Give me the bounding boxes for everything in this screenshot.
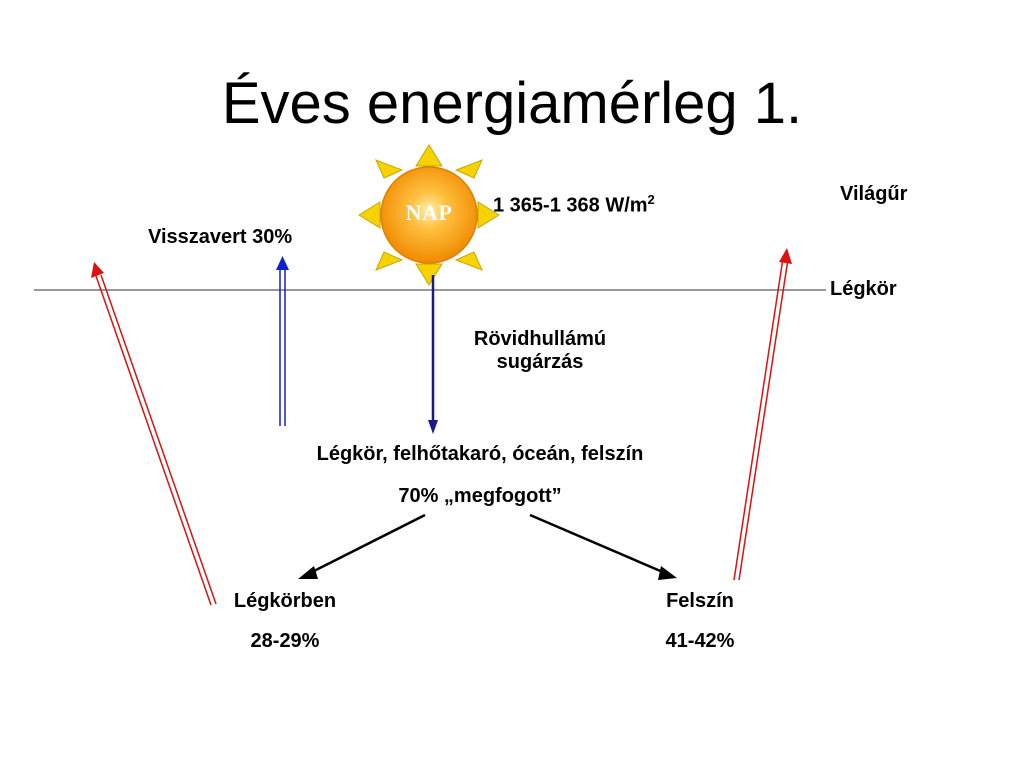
shortwave-arrow [428,275,438,434]
surface-label: Felszín [666,590,734,612]
shortwave-label: Rövidhullámú sugárzás [440,328,640,374]
sun-rays [358,144,500,286]
sun-label: NAP [405,200,453,225]
atmosphere-line-label: Légkör [830,278,897,300]
shortwave-label-line2: sugárzás [496,351,584,373]
in-atmosphere-percent: 28-29% [250,630,320,652]
atmosphere-emission-arrow [91,262,217,606]
reflected-label: Visszavert 30% [148,226,293,248]
shortwave-label-line1: Rövidhullámú [473,328,607,350]
solar-constant-value: 1 365-1 368 W/m [493,194,648,217]
surface-percent: 41-42% [665,630,735,652]
in-atmosphere-label: Légkörben [233,590,337,612]
absorbed-label-line2: 70% „megfogott” [398,485,562,507]
surface-emission-arrow [733,248,792,581]
sun-icon [380,166,478,264]
solar-constant: 1 365-1 368 W/m2 [493,192,655,218]
page-title: Éves energiamérleg 1. [221,71,803,136]
solar-constant-exponent: 2 [647,192,655,207]
split-arrow-right [529,513,677,580]
space-label: Világűr [840,183,908,205]
reflected-arrow [276,256,289,426]
split-arrow-left [298,513,426,579]
absorbed-label-line1: Légkör, felhőtakaró, óceán, felszín [316,443,644,465]
